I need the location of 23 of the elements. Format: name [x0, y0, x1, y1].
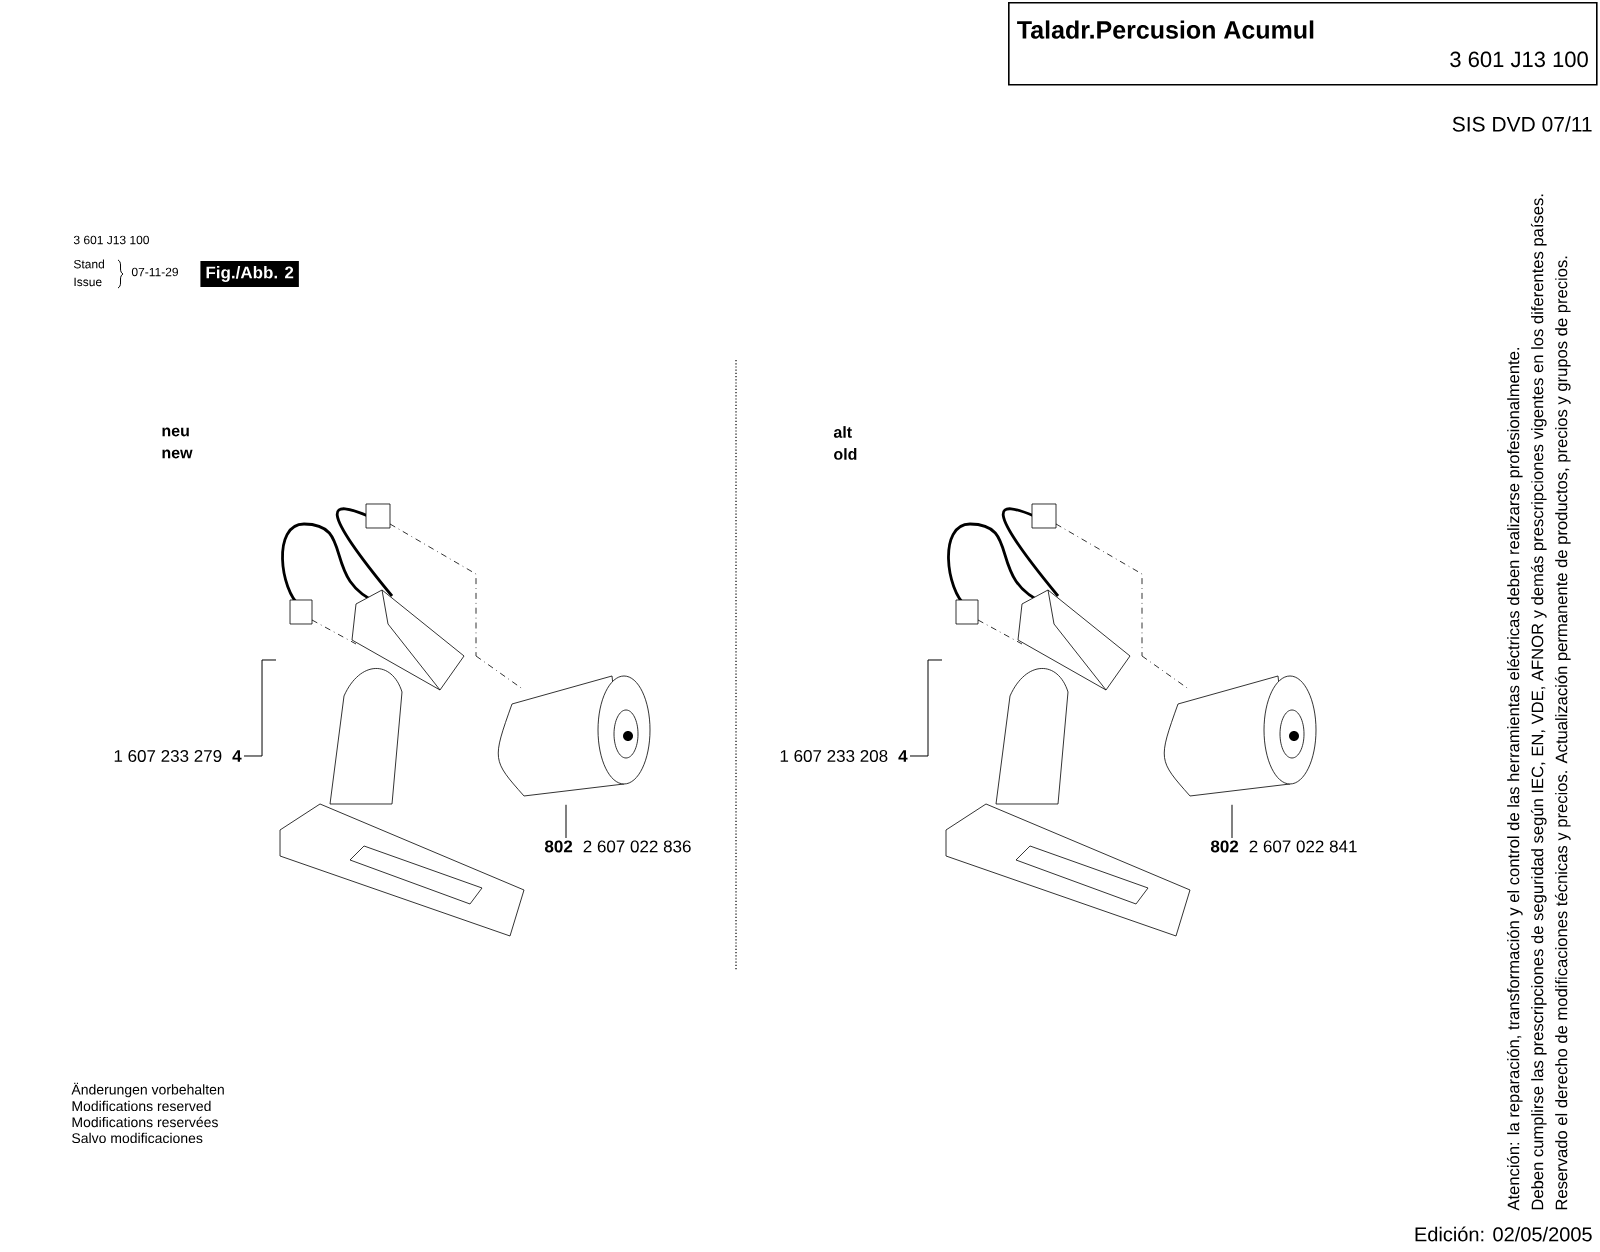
part-number-label: 1 607 233 279 4	[114, 750, 242, 762]
figure-badge: Fig./Abb. 2	[200, 261, 299, 287]
housing-drawing	[945, 503, 1191, 937]
title-box: Taladr.Percusion Acumul 3 601 J13 100	[1008, 2, 1598, 86]
revision-note: SIS DVD 07/11	[1452, 116, 1592, 132]
disclaimer-text: Reservado el derecho de modificaciones técnicas y precios. Actualización permanente de productos, precios y grupos de precios.	[1554, 256, 1571, 1210]
disclaimer-text: Atención: la reparación, transformación y el control de las herramientas eléctricas deben realizarse profesionalmente.	[1506, 348, 1523, 1211]
part-number-label: 1 607 233 208 4	[780, 750, 908, 762]
leader-line	[909, 659, 943, 757]
part-number-label: 802 2 607 022 836	[544, 840, 691, 853]
leader-line	[565, 804, 567, 839]
version-label: alt	[833, 426, 852, 438]
motor-drawing	[1141, 655, 1317, 797]
part-number-label: 802 2 607 022 841	[1210, 840, 1357, 853]
version-label: new	[162, 449, 193, 459]
edition-date: Edición: 02/05/2005	[1415, 1226, 1592, 1242]
leader-line	[243, 659, 277, 757]
housing-drawing	[279, 503, 525, 937]
version-label: neu	[162, 427, 189, 437]
version-label: old	[834, 448, 857, 460]
leader-line	[1231, 804, 1233, 839]
motor-drawing	[475, 655, 651, 797]
disclaimer-text: Deben cumplirse las prescripciones de seguridad según IEC, EN, VDE, AFNOR y demás prescripciones vigentes en los diferentes países.	[1530, 194, 1547, 1210]
